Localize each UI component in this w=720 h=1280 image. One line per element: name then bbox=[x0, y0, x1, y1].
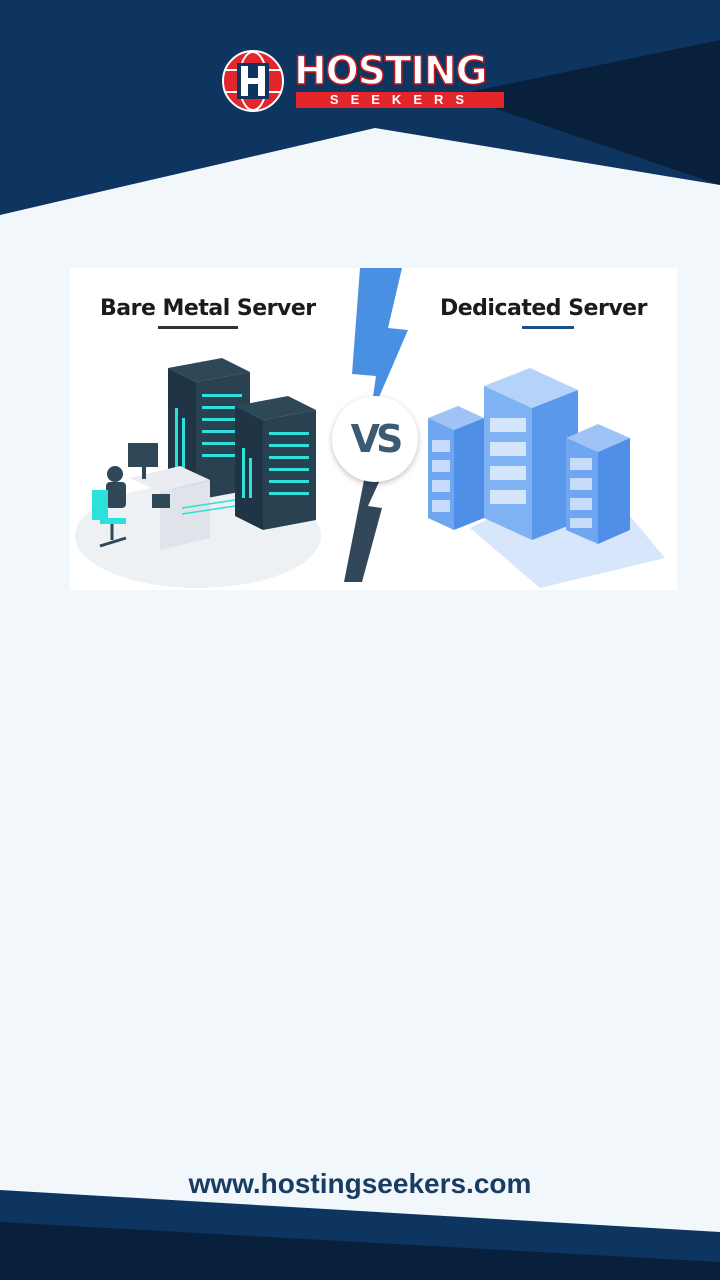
logo-wordmark: HOSTING bbox=[293, 49, 488, 94]
banner-illustration bbox=[75, 268, 665, 588]
dedicated-server-title: Dedicated Server bbox=[440, 296, 647, 321]
website-url[interactable]: www.hostingseekers.com bbox=[188, 1168, 532, 1199]
vs-badge: VS bbox=[332, 396, 418, 482]
hosting-seekers-logo[interactable]: HOSTING SEEKERS bbox=[216, 48, 506, 114]
logo-subtext: SEEKERS bbox=[296, 92, 504, 108]
comparison-banner: Bare Metal Server Dedicated Server VS bbox=[70, 268, 677, 590]
title-underline bbox=[522, 326, 574, 329]
title-underline bbox=[158, 326, 238, 329]
bare-metal-server-title: Bare Metal Server bbox=[100, 296, 316, 321]
globe-h-icon bbox=[222, 50, 284, 112]
